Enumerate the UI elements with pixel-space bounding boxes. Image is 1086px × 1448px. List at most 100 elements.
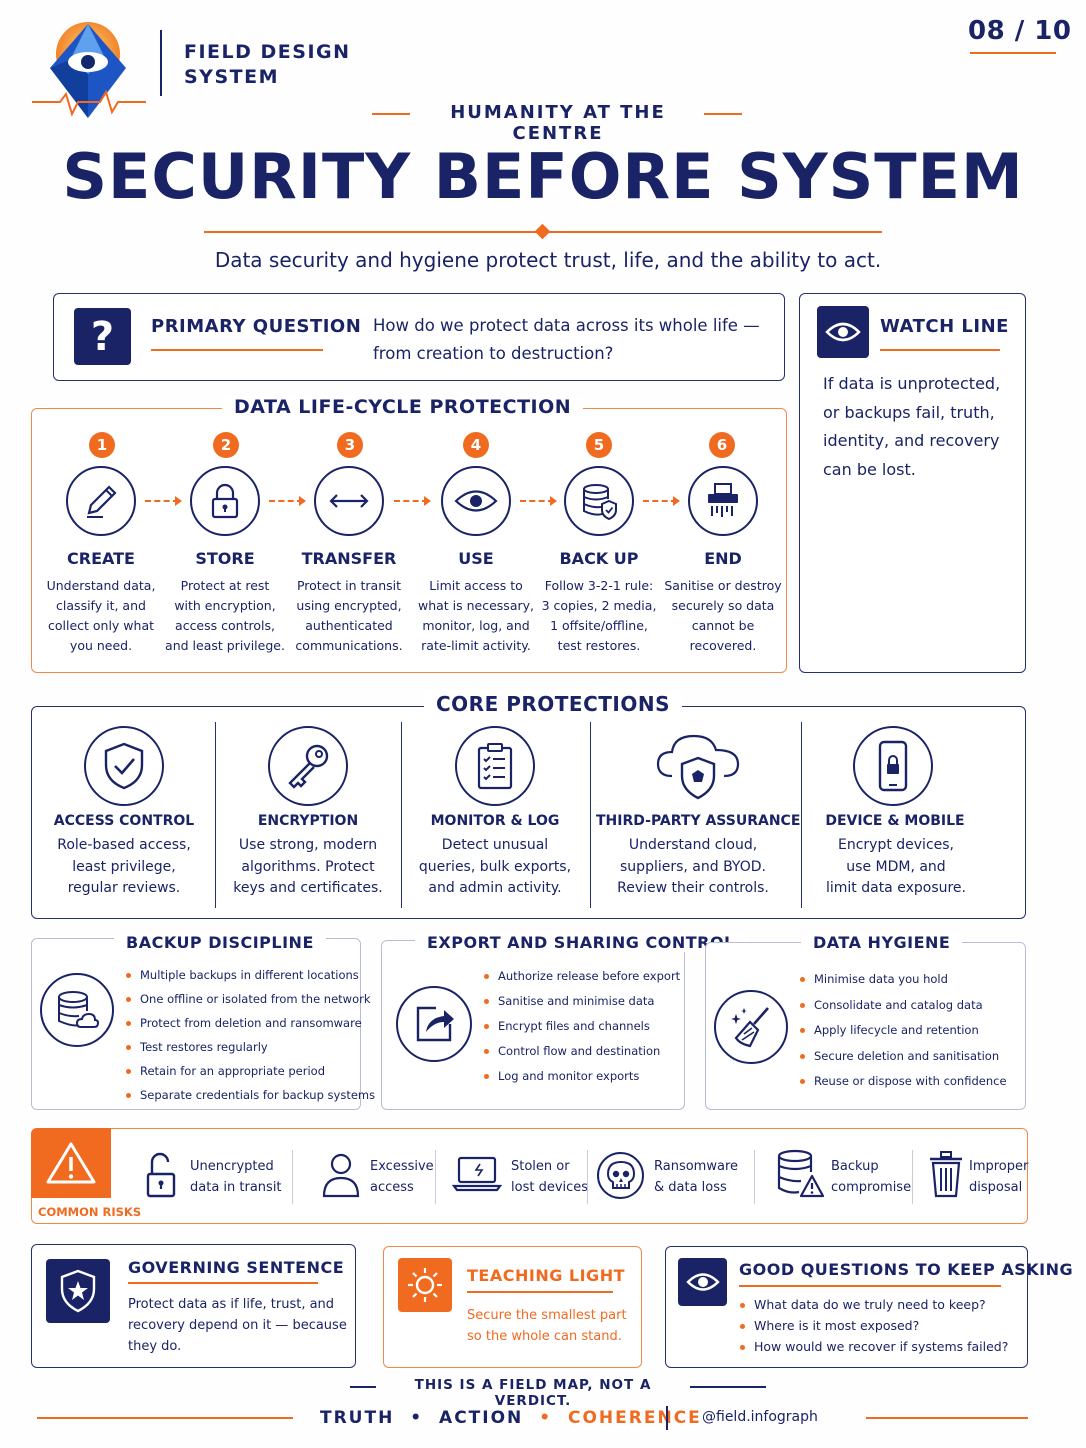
step-description: Follow 3-2-1 rule:3 copies, 2 media,1 of… [534,576,664,656]
teaching-underline [467,1291,613,1293]
core-line: least privilege, [72,858,176,875]
open-padlock-icon [142,1150,180,1200]
step-number: 2 [213,432,239,458]
core-item-title: DEVICE & MOBILE [825,813,965,829]
list-item: Secure deletion and sanitisation [798,1047,1007,1073]
database-cloud-icon [40,973,114,1047]
core-divider [590,722,591,908]
risk-line: Unencrypted [190,1159,274,1174]
teaching-title: TEACHING LIGHT [467,1266,625,1285]
risk-line: & data loss [654,1180,727,1195]
core-line: Use strong, modern [238,837,378,853]
footer-note: THIS IS A FIELD MAP, NOT A VERDICT. [414,1377,652,1409]
backup-list: Multiple backups in different locations … [124,966,375,1110]
step-line: access controls, [175,618,275,633]
list-item: Where is it most exposed? [738,1317,1008,1338]
common-risks-label: COMMON RISKS [38,1205,142,1219]
step-line: you need. [69,638,133,653]
brand-line-1: FIELD DESIGN [184,41,351,63]
step-title: CREATE [67,549,135,568]
social-handle[interactable]: @field.infograph [702,1409,818,1425]
eye-icon [817,306,869,358]
footer-rule-right [866,1417,1028,1419]
value-separator: • [410,1408,424,1428]
step-number: 4 [463,432,489,458]
primary-question-box [53,293,785,381]
step-line: cannot be [691,618,755,633]
risk-line: Backup [831,1159,879,1174]
risk-line: lost devices [511,1180,589,1195]
eye-icon [441,466,511,536]
step-title: STORE [195,549,255,568]
phone-lock-icon [853,726,933,806]
risk-divider [912,1150,913,1204]
broom-sparkle-icon [714,990,788,1064]
governing-underline [128,1282,318,1284]
flow-arrow [394,496,431,506]
footer-divider [666,1406,668,1430]
core-line: Understand cloud, [628,837,758,853]
good-questions-underline [739,1285,1001,1287]
brand-divider [160,30,162,96]
sun-icon [398,1258,452,1312]
watch-line-line: identity, and recovery [823,431,1000,450]
list-item: Authorize release before export [482,967,680,992]
page-title: SECURITY BEFORE SYSTEM [62,140,1024,213]
step-line: test restores. [557,638,641,653]
core-line: and admin activity. [428,880,562,896]
laptop-icon [451,1152,503,1196]
lifecycle-panel [31,408,787,673]
watch-line-text: If data is unprotected, or backups fail,… [823,370,1000,484]
step-line: securely so data [671,598,775,613]
shield-check-icon [84,726,164,806]
step-line: rate-limit activity. [421,638,531,653]
core-item-description: Understand cloud,suppliers, and BYOD.Rev… [603,835,783,900]
governing-line: recovery depend on it — because [128,1318,347,1333]
flow-arrow [520,496,557,506]
core-line: use MDM, and [846,858,946,875]
step-line: Protect in transit [296,578,402,593]
step-line: with encryption, [174,598,276,613]
list-item: One offline or isolated from the network [124,990,375,1014]
hygiene-list: Minimise data you hold Consolidate and c… [798,970,1007,1098]
value-truth: TRUTH [320,1408,395,1428]
step-line: Follow 3-2-1 rule: [544,578,654,593]
double-arrow-icon [314,466,384,536]
shredder-icon [688,466,758,536]
export-list: Authorize release before export Sanitise… [482,967,680,1092]
step-line: communications. [295,638,403,653]
primary-question-line-2: from creation to destruction? [373,344,614,363]
teaching-text: Secure the smallest part so the whole ca… [467,1305,627,1347]
step-number: 5 [586,432,612,458]
core-item-title: THIRD-PARTY ASSURANCE [596,813,801,829]
step-line: Understand data, [46,578,156,593]
list-item: Retain for an appropriate period [124,1062,375,1086]
risk-divider [754,1150,755,1204]
shield-star-icon [46,1259,110,1323]
kicker: HUMANITY AT THE CENTRE [450,102,666,144]
core-line: Review their controls. [617,880,769,896]
core-divider [801,722,802,908]
step-line: classify it, and [56,598,146,613]
core-item-description: Role-based access,least privilege,regula… [34,835,214,900]
page-number-underline [970,52,1056,54]
core-line: Encrypt devices, [837,837,954,853]
person-icon [320,1150,362,1200]
flow-arrow [643,496,680,506]
step-number: 3 [337,432,363,458]
title-rule-diamond [534,223,551,240]
value-coherence: COHERENCE [568,1408,702,1428]
core-item-title: MONITOR & LOG [430,813,560,829]
core-line: algorithms. Protect [241,858,375,875]
hygiene-title: DATA HYGIENE [801,933,963,952]
risk-line: Excessive [370,1159,434,1174]
flow-arrow [145,496,182,506]
step-line: what is necessary, [417,598,534,613]
governing-line: Protect data as if life, trust, and [128,1297,335,1312]
common-risks-panel [31,1128,1028,1224]
primary-question-underline [151,349,323,351]
